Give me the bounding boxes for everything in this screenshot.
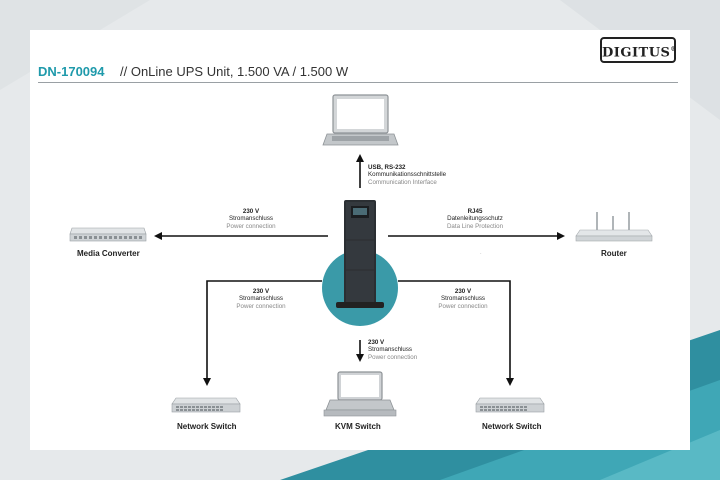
label-left-line2: Stromanschluss [228,215,274,223]
label-lower-right-line3: Power connection [438,302,488,310]
brand-logo: DIGITUS® [600,37,676,63]
label-left-line1: 230 V [242,208,260,215]
media-converter-icon [69,227,147,242]
label-left: 230 V Stromanschluss Power connection [220,208,282,230]
network-switch-right-icon [475,397,545,413]
kvm-switch-icon [323,371,397,417]
label-top-line2: Kommunikationsschnittstelle [368,171,447,179]
model-number: DN-170094 [38,64,105,79]
label-top-line3: Communication Interface [368,178,437,186]
network-switch-left-icon [171,397,241,413]
label-right-line3: Data Line Protection [446,222,504,230]
product-header: DN-170094 // OnLine UPS Unit, 1.500 VA /… [38,64,678,83]
label-lower-right: 230 V Stromanschluss Power connection [432,288,494,310]
label-lower-left: 230 V Stromanschluss Power connection [230,288,292,310]
arrow-lower-left [203,280,322,386]
label-right-line1: RJ45 [467,208,483,215]
label-right: RJ45 Datenleitungsschutz Data Line Prote… [438,208,512,230]
label-bottom-line1: 230 V [368,339,385,346]
arrow-lower-right [398,280,514,386]
label-left-line3: Power connection [226,222,276,230]
device-kvm-switch: KVM Switch [335,422,381,431]
label-lower-right-line1: 230 V [454,288,472,295]
device-network-switch-left: Network Switch [177,422,237,431]
label-lower-left-line2: Stromanschluss [238,295,284,303]
label-top-line1: USB, RS-232 [368,164,406,171]
label-lower-right-line2: Stromanschluss [440,295,486,303]
device-network-switch-right: Network Switch [482,422,542,431]
label-right-line2: Datenleitungsschutz [447,215,503,223]
label-bottom-line2: Stromanschluss [368,346,413,354]
label-lower-left-line3: Power connection [236,302,286,310]
laptop-icon [322,94,399,146]
small-dot-mark: · [480,251,482,257]
label-bottom-line3: Power connection [368,353,418,361]
label-lower-left-line1: 230 V [252,288,270,295]
label-bottom: 230 V Stromanschluss Power connection [368,339,417,361]
ups-unit [322,200,398,326]
label-top: USB, RS-232 Kommunikationsschnittstelle … [368,164,446,186]
device-media-converter: Media Converter [77,249,140,258]
router-icon [575,212,653,242]
device-router: Router [601,249,627,258]
product-title: // OnLine UPS Unit, 1.500 VA / 1.500 W [120,64,349,79]
